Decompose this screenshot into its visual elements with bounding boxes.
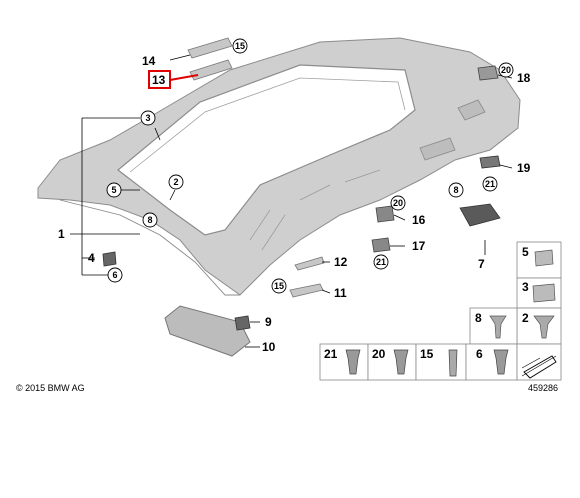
callout-13: 13 <box>152 73 166 87</box>
callout-21-right: 21 <box>485 179 495 189</box>
parts-grid: 5 3 2 8 21 20 15 6 <box>319 241 562 381</box>
callout-6: 6 <box>112 270 117 280</box>
sun-visor <box>164 305 251 357</box>
callout-2: 2 <box>173 177 178 187</box>
callout-16: 16 <box>412 213 426 227</box>
circled-callouts: 15 3 5 2 8 6 20 21 8 20 21 15 <box>106 38 514 294</box>
callout-1: 1 <box>58 227 65 241</box>
callout-11: 11 <box>334 286 347 300</box>
callout-15-mid: 15 <box>274 281 284 291</box>
callout-21-mid: 21 <box>376 257 386 267</box>
callout-10: 10 <box>262 340 276 354</box>
callout-8-left: 8 <box>147 215 152 225</box>
callout-8-right: 8 <box>453 185 458 195</box>
grid-label-15: 15 <box>420 347 434 361</box>
callout-14: 14 <box>142 54 156 68</box>
callout-17: 17 <box>412 239 426 253</box>
callout-20-top: 20 <box>501 65 511 75</box>
diagram-number: 459286 <box>528 383 558 393</box>
small-parts <box>102 37 501 331</box>
callout-4: 4 <box>88 251 95 265</box>
callout-9: 9 <box>265 315 272 329</box>
grid-label-8: 8 <box>475 311 482 325</box>
grid-label-3: 3 <box>522 280 529 294</box>
grid-label-6: 6 <box>476 347 483 361</box>
copyright: © 2015 BMW AG <box>16 383 85 393</box>
grid-label-21: 21 <box>324 347 338 361</box>
callout-3: 3 <box>145 113 150 123</box>
headliner-panel <box>37 37 521 296</box>
callout-5: 5 <box>111 185 116 195</box>
callout-19: 19 <box>517 161 531 175</box>
callout-7: 7 <box>478 257 485 271</box>
callout-12: 12 <box>334 255 348 269</box>
callout-15-top: 15 <box>235 41 245 51</box>
callout-20-mid: 20 <box>393 198 403 208</box>
grid-label-20: 20 <box>372 347 386 361</box>
grid-label-5: 5 <box>522 245 529 259</box>
callout-13-highlight <box>148 70 199 89</box>
callout-18: 18 <box>517 71 531 85</box>
grid-label-2-right: 2 <box>522 311 529 325</box>
